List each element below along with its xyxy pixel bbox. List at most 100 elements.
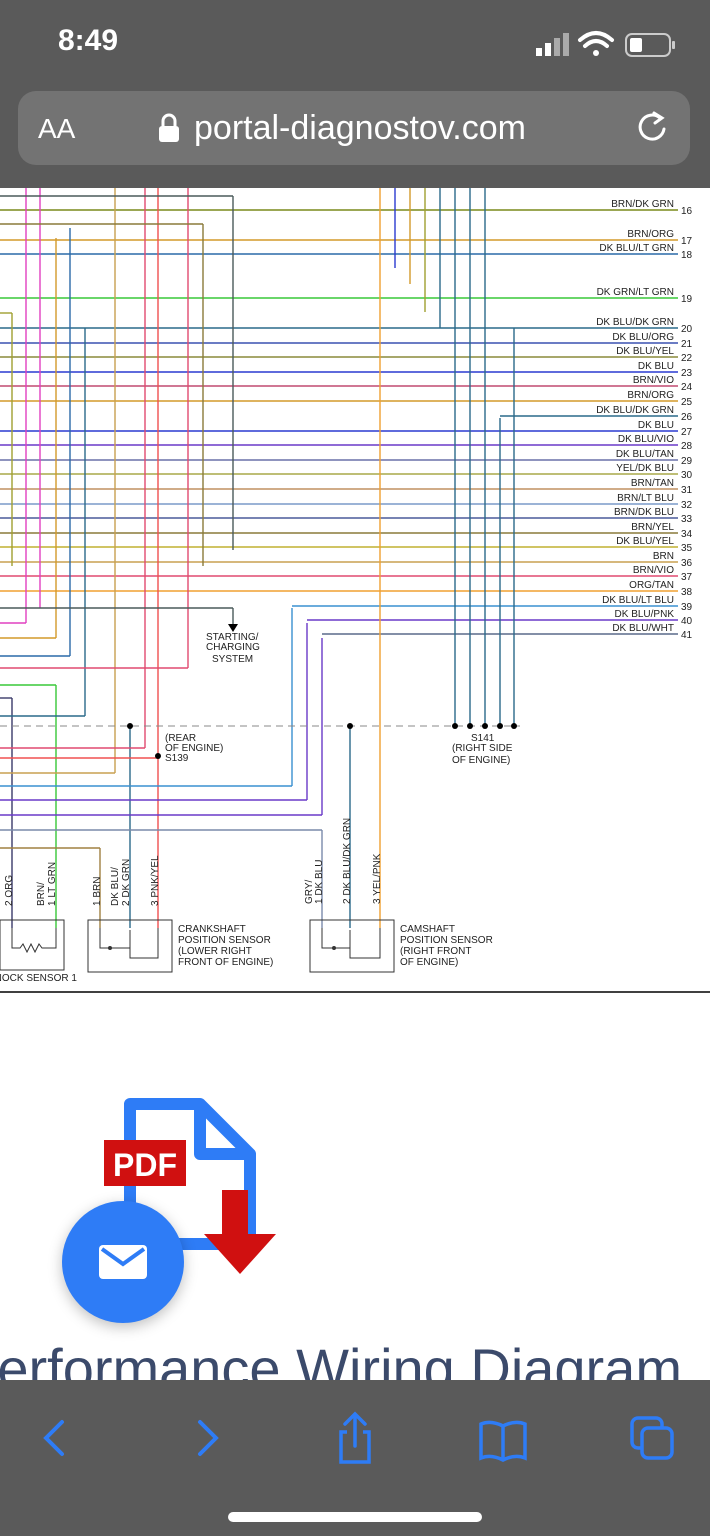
wire-number-29: 29	[681, 456, 693, 467]
address-bar-area: AA portal-diagnostov.com	[0, 88, 710, 188]
share-icon[interactable]	[325, 1408, 385, 1468]
rear-label-1: (REAR	[165, 733, 196, 744]
url-text[interactable]: portal-diagnostov.com	[194, 109, 526, 147]
wire-lines	[0, 209, 678, 635]
wire-number-38: 38	[681, 587, 693, 598]
starting-label-3: SYSTEM	[212, 654, 253, 665]
wire-label-35: DK BLU/YEL	[616, 536, 674, 547]
clock: 8:49	[58, 24, 119, 57]
wire-label-18: DK BLU/LT GRN	[599, 243, 674, 254]
battery-icon	[625, 33, 675, 57]
cam-pin-3: 3 YEL/PNK	[372, 853, 383, 904]
wire-label-38: ORG/TAN	[629, 580, 674, 591]
wire-number-36: 36	[681, 558, 693, 569]
wire-label-25: BRN/ORG	[627, 390, 674, 401]
cam-pin-2: 2 DK BLU/DK GRN	[342, 818, 353, 904]
wire-number-25: 25	[681, 397, 693, 408]
wire-number-18: 18	[681, 250, 693, 261]
knock-pin-3: 1 LT GRN	[47, 862, 58, 906]
text-size-button[interactable]: AA	[38, 113, 76, 144]
cam-name-2: POSITION SENSOR	[400, 935, 493, 946]
wire-number-37: 37	[681, 572, 693, 583]
wire-label-31: BRN/TAN	[631, 478, 674, 489]
wire-number-26: 26	[681, 412, 693, 423]
wire-number-17: 17	[681, 236, 693, 247]
pdf-download-icon[interactable]: PDF	[100, 1094, 280, 1284]
knock-pin-2: BRN/	[36, 882, 47, 906]
cam-name-4: OF ENGINE)	[400, 957, 458, 968]
crank-name-1: CRANKSHAFT	[178, 924, 246, 935]
book-icon[interactable]	[473, 1408, 533, 1468]
cam-pin-1b: 1 DK BLU	[314, 860, 325, 904]
crank-pin-3: 3 PNK/YEL	[150, 855, 161, 906]
s141-label-3: OF ENGINE)	[452, 755, 510, 766]
lock-icon	[159, 113, 179, 142]
mail-button[interactable]	[62, 1201, 184, 1323]
back-icon[interactable]	[26, 1408, 86, 1468]
wire-label-41: DK BLU/WHT	[612, 623, 674, 634]
wire-label-36: BRN	[653, 551, 674, 562]
status-bar: 8:49	[0, 0, 710, 88]
wire-number-21: 21	[681, 339, 693, 350]
cam-name-3: (RIGHT FRONT	[400, 946, 471, 957]
home-indicator	[228, 1512, 482, 1522]
wire-number-20: 20	[681, 324, 693, 335]
s141-label-2: (RIGHT SIDE	[452, 743, 513, 754]
wire-number-22: 22	[681, 353, 693, 364]
wire-label-19: DK GRN/LT GRN	[597, 287, 674, 298]
knock-sensor-name: KNOCK SENSOR 1	[0, 973, 77, 984]
forward-icon[interactable]	[178, 1408, 238, 1468]
wire-label-24: BRN/VIO	[633, 375, 674, 386]
wire-number-35: 35	[681, 543, 693, 554]
s141-label: S141	[471, 733, 495, 744]
wire-number-32: 32	[681, 500, 693, 511]
wire-number-30: 30	[681, 470, 693, 481]
wire-label-26: DK BLU/DK GRN	[596, 405, 674, 416]
cam-name-1: CAMSHAFT	[400, 924, 455, 935]
browser-toolbar	[0, 1380, 710, 1536]
signal-icon	[536, 33, 569, 56]
crank-pin-1: 1 BRN	[92, 877, 103, 906]
wire-label-21: DK BLU/ORG	[612, 332, 674, 343]
wire-label-34: BRN/YEL	[631, 522, 674, 533]
wire-number-34: 34	[681, 529, 693, 540]
wire-label-17: BRN/ORG	[627, 229, 674, 240]
wire-number-24: 24	[681, 382, 693, 393]
wire-number-16: 16	[681, 206, 693, 217]
wire-label-29: DK BLU/TAN	[616, 449, 674, 460]
wire-number-39: 39	[681, 602, 693, 613]
wire-label-20: DK BLU/DK GRN	[596, 317, 674, 328]
crankshaft-sensor: 1 BRN DK BLU/ 2 DK GRN 3 PNK/YEL CRANKSH…	[87, 855, 273, 973]
address-bar[interactable]: AA portal-diagnostov.com	[18, 91, 690, 165]
wire-label-33: BRN/DK BLU	[614, 507, 674, 518]
crank-pin-2b: 2 DK GRN	[121, 859, 132, 906]
reload-icon[interactable]	[634, 109, 670, 145]
wire-label-22: DK BLU/YEL	[616, 346, 674, 357]
crank-name-4: FRONT OF ENGINE)	[178, 957, 273, 968]
wire-number-40: 40	[681, 616, 693, 627]
wire-label-23: DK BLU	[638, 361, 674, 372]
knock-sensor: 2 ORG BRN/ 1 LT GRN KNOCK SENSOR 1	[0, 862, 77, 984]
crank-pin-2a: DK BLU/	[110, 867, 121, 906]
wire-label-16: BRN/DK GRN	[611, 199, 674, 210]
rear-label-2: OF ENGINE)	[165, 743, 223, 754]
wire-label-27: DK BLU	[638, 420, 674, 431]
s139-label: S139	[165, 753, 189, 764]
wire-number-19: 19	[681, 294, 693, 305]
wire-label-39: DK BLU/LT BLU	[602, 595, 674, 606]
knock-pin-1: 2 ORG	[4, 875, 15, 906]
mail-icon	[99, 1245, 147, 1279]
pdf-badge-text: PDF	[113, 1147, 177, 1183]
wire-number-23: 23	[681, 368, 693, 379]
page-heading: Performance Wiring Diagram	[0, 1337, 682, 1380]
tabs-icon[interactable]	[622, 1408, 682, 1468]
wire-number-41: 41	[681, 630, 693, 641]
cam-pin-1a: GRY/	[304, 880, 315, 904]
wifi-icon	[578, 31, 614, 56]
starting-label-2: CHARGING	[206, 642, 260, 653]
starting-label-1: STARTING/	[206, 632, 259, 643]
wire-number-33: 33	[681, 514, 693, 525]
wire-label-32: BRN/LT BLU	[617, 493, 674, 504]
